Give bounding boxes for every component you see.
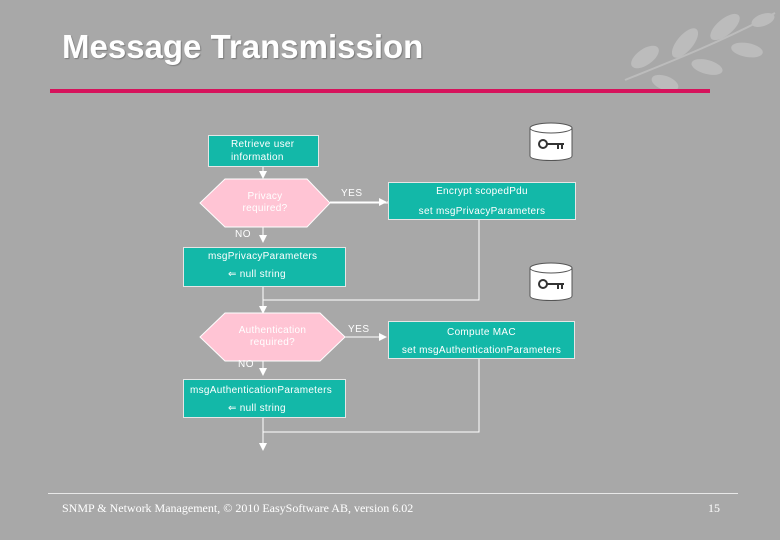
privacy-decision-text: Privacy required? bbox=[225, 191, 305, 215]
privacy-line-2: required? bbox=[242, 203, 288, 214]
key-database-icon bbox=[529, 122, 573, 161]
retrieve-user-info-box: Retrieve user information bbox=[208, 135, 319, 167]
auth-line-1: Authentication bbox=[238, 325, 307, 336]
auth-null-box: msgAuthenticationParameters ⇐ null strin… bbox=[183, 379, 346, 418]
privacy-null-line-1: msgPrivacyParameters bbox=[208, 251, 318, 262]
title-underline bbox=[50, 89, 710, 93]
page-number: 15 bbox=[708, 501, 720, 515]
encrypt-line-1: Encrypt scopedPdu bbox=[436, 186, 528, 197]
auth-line-2: required? bbox=[250, 337, 295, 348]
auth-decision-text: Authentication required? bbox=[225, 325, 320, 349]
mac-line-2: set msgAuthenticationParameters bbox=[401, 345, 562, 356]
footer-divider bbox=[48, 493, 738, 494]
privacy-null-box: msgPrivacyParameters ⇐ null string bbox=[183, 247, 346, 287]
privacy-decision bbox=[199, 178, 331, 228]
auth-null-line-1: msgAuthenticationParameters bbox=[190, 385, 333, 396]
encrypt-line-2: set msgPrivacyParameters bbox=[418, 206, 546, 217]
authentication-decision bbox=[199, 312, 346, 362]
privacy-no-label: NO bbox=[235, 229, 251, 240]
privacy-yes-label: YES bbox=[341, 188, 363, 199]
privacy-null-line-2: ⇐ null string bbox=[228, 269, 286, 280]
connector-mac-down bbox=[263, 359, 480, 433]
connector-encrypt-down bbox=[263, 220, 480, 301]
leaf-branch-decoration bbox=[624, 12, 776, 92]
footer-text: SNMP & Network Management, © 2010 EasySo… bbox=[62, 501, 414, 515]
slide-title: Message Transmission bbox=[62, 28, 424, 65]
auth-null-line-2: ⇐ null string bbox=[228, 403, 286, 414]
retrieve-line-2: information bbox=[231, 152, 284, 163]
auth-no-label: NO bbox=[238, 359, 254, 370]
compute-mac-box: Compute MAC set msgAuthenticationParamet… bbox=[388, 321, 575, 359]
privacy-line-1: Privacy bbox=[247, 191, 283, 202]
auth-yes-label: YES bbox=[348, 324, 370, 335]
key-database-icon bbox=[529, 262, 573, 301]
encrypt-box: Encrypt scopedPdu set msgPrivacyParamete… bbox=[388, 182, 576, 220]
retrieve-line-1: Retrieve user bbox=[231, 139, 295, 150]
mac-line-1: Compute MAC bbox=[447, 327, 516, 338]
